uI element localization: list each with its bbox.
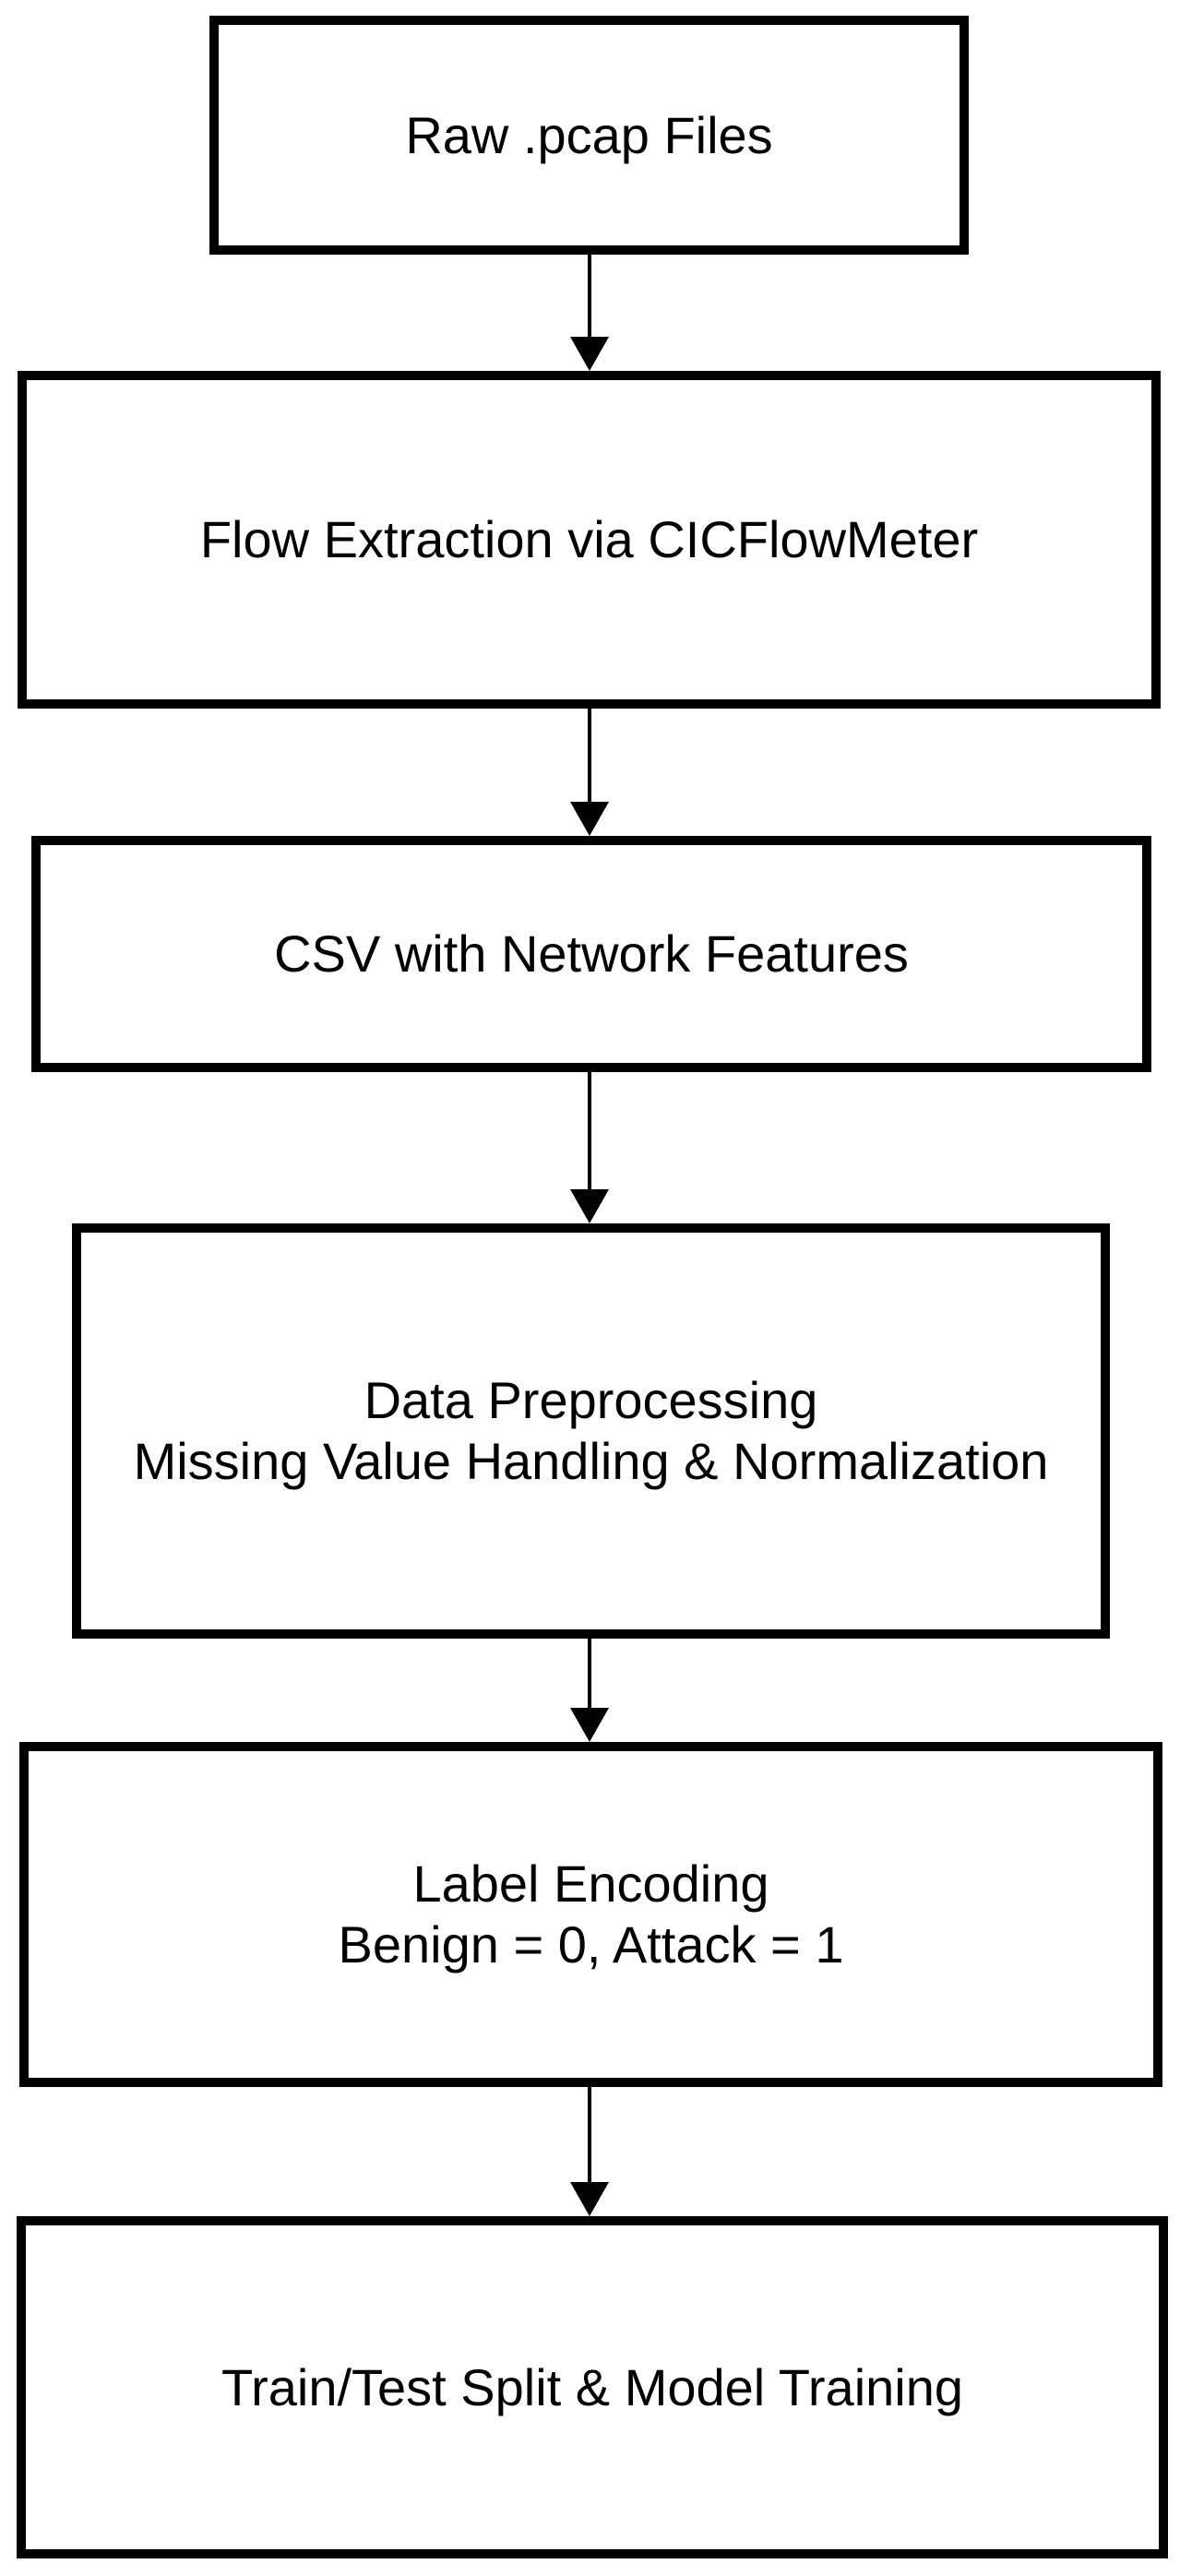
node-label: CSV with Network Features [274,924,909,984]
arrow-down-icon [570,2182,609,2216]
node-label: Label Encoding Benign = 0, Attack = 1 [339,1854,844,1974]
node-label-line: Data Preprocessing [364,1371,818,1430]
node-label: Data Preprocessing Missing Value Handlin… [134,1370,1049,1491]
arrow-down-icon [570,802,609,836]
node-label-line: Benign = 0, Attack = 1 [338,1915,844,1974]
node-label: Raw .pcap Files [405,105,772,166]
arrow-down-icon [570,337,609,371]
flow-node-flow-extraction: Flow Extraction via CICFlowMeter [18,371,1161,709]
node-label-line: CSV with Network Features [274,924,909,984]
arrow-line [588,2087,591,2184]
flow-node-raw-pcap-files: Raw .pcap Files [209,16,969,255]
node-label-line: Missing Value Handling & Normalization [133,1432,1049,1490]
flow-node-label-encoding: Label Encoding Benign = 0, Attack = 1 [19,1742,1162,2087]
flow-node-data-preprocessing: Data Preprocessing Missing Value Handlin… [72,1223,1110,1639]
arrow-line [588,1072,591,1191]
arrow-down-icon [570,1189,609,1223]
arrow-line [588,1639,591,1710]
flow-node-train-test-split: Train/Test Split & Model Training [17,2216,1168,2558]
arrow-line [588,255,591,339]
node-label: Train/Test Split & Model Training [221,2357,963,2418]
flow-node-csv-features: CSV with Network Features [31,836,1151,1072]
node-label-line: Raw .pcap Files [405,105,773,164]
arrow-line [588,709,591,804]
arrow-down-icon [570,1708,609,1742]
node-label-line: Flow Extraction via CICFlowMeter [199,510,979,569]
node-label-line: Train/Test Split & Model Training [221,2357,964,2416]
node-label-line: Label Encoding [412,1854,769,1914]
node-label: Flow Extraction via CICFlowMeter [200,509,978,570]
